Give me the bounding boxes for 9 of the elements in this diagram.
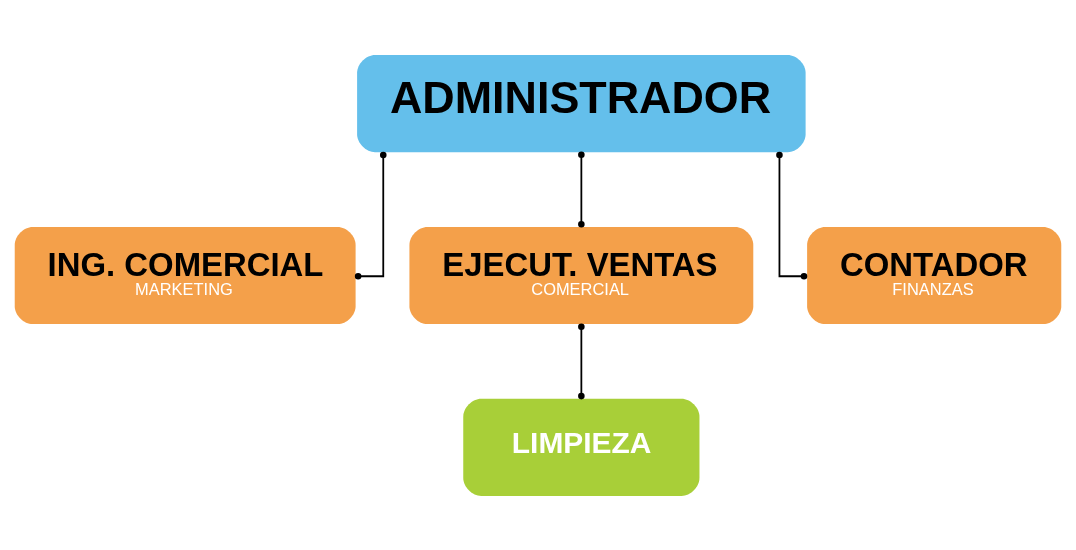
node-box: CONTADOR FINANZAS	[807, 226, 1062, 324]
node-box: ING. COMERCIAL MARKETING	[14, 226, 356, 324]
connector	[578, 322, 585, 399]
connector	[578, 151, 585, 227]
node-box: LIMPIEZA	[463, 398, 700, 496]
connector	[354, 151, 387, 280]
node-box: EJECUT. VENTAS COMERCIAL	[409, 226, 754, 324]
connector	[776, 151, 808, 280]
node-box: ADMINISTRADOR	[357, 54, 806, 152]
